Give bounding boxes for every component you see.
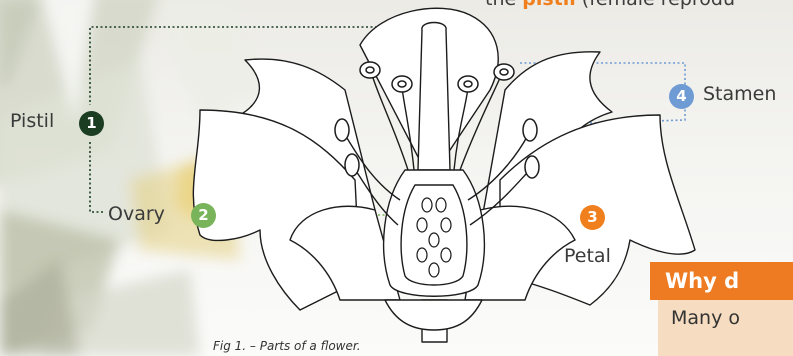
petal-label: Petal: [564, 245, 611, 267]
card-heading: Why d: [650, 262, 793, 300]
pistil-number-badge: 1: [79, 111, 104, 136]
stamen-label: Stamen: [703, 83, 776, 105]
info-card: Why d Many o: [650, 262, 793, 356]
figure-caption: Fig 1. – Parts of a flower.: [213, 339, 361, 353]
receptacle: [385, 300, 482, 330]
card-body-text: Many o: [658, 300, 793, 356]
ovary-number-badge: 2: [191, 203, 216, 228]
ovary-label: Ovary: [108, 203, 165, 225]
style: [418, 23, 450, 171]
pistil-label: Pistil: [10, 110, 54, 132]
petal-number-badge: 3: [580, 205, 605, 230]
pistil-ovary-leader-line: [90, 142, 104, 212]
stamen-number-badge: 4: [669, 84, 694, 109]
